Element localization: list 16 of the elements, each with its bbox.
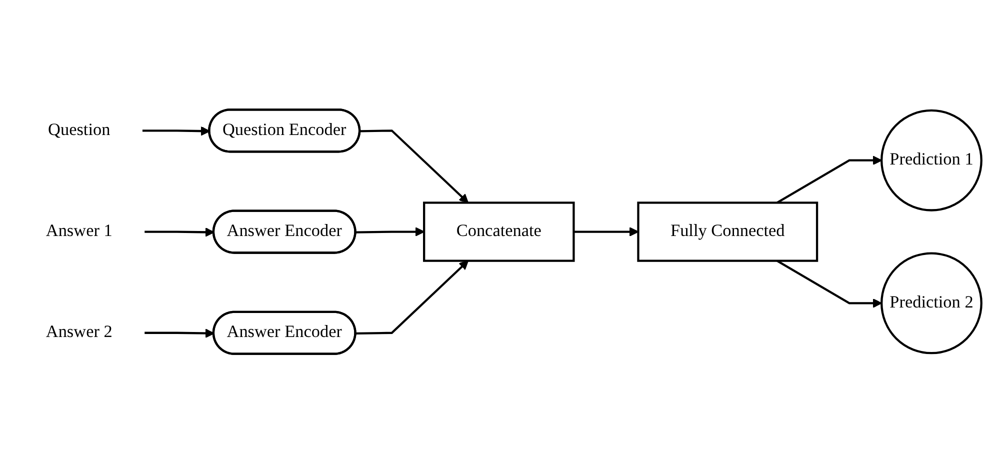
node-text: Question bbox=[48, 120, 110, 139]
arrow bbox=[574, 226, 639, 236]
arrow bbox=[776, 260, 882, 308]
node-text: Answer 2 bbox=[46, 322, 112, 342]
node-box: Fully Connected bbox=[637, 201, 818, 262]
arrow bbox=[360, 129, 469, 203]
node-box: Concatenate bbox=[423, 201, 575, 262]
arrow bbox=[356, 226, 425, 236]
arrow bbox=[144, 328, 214, 338]
arrow bbox=[144, 227, 214, 237]
node-text: Answer 1 bbox=[46, 222, 112, 240]
arrow bbox=[142, 126, 210, 136]
node-circle: Prediction 1 bbox=[880, 109, 982, 212]
node-circle: Prediction 2 bbox=[880, 252, 982, 354]
arrow bbox=[356, 260, 469, 334]
arrow bbox=[776, 155, 882, 204]
